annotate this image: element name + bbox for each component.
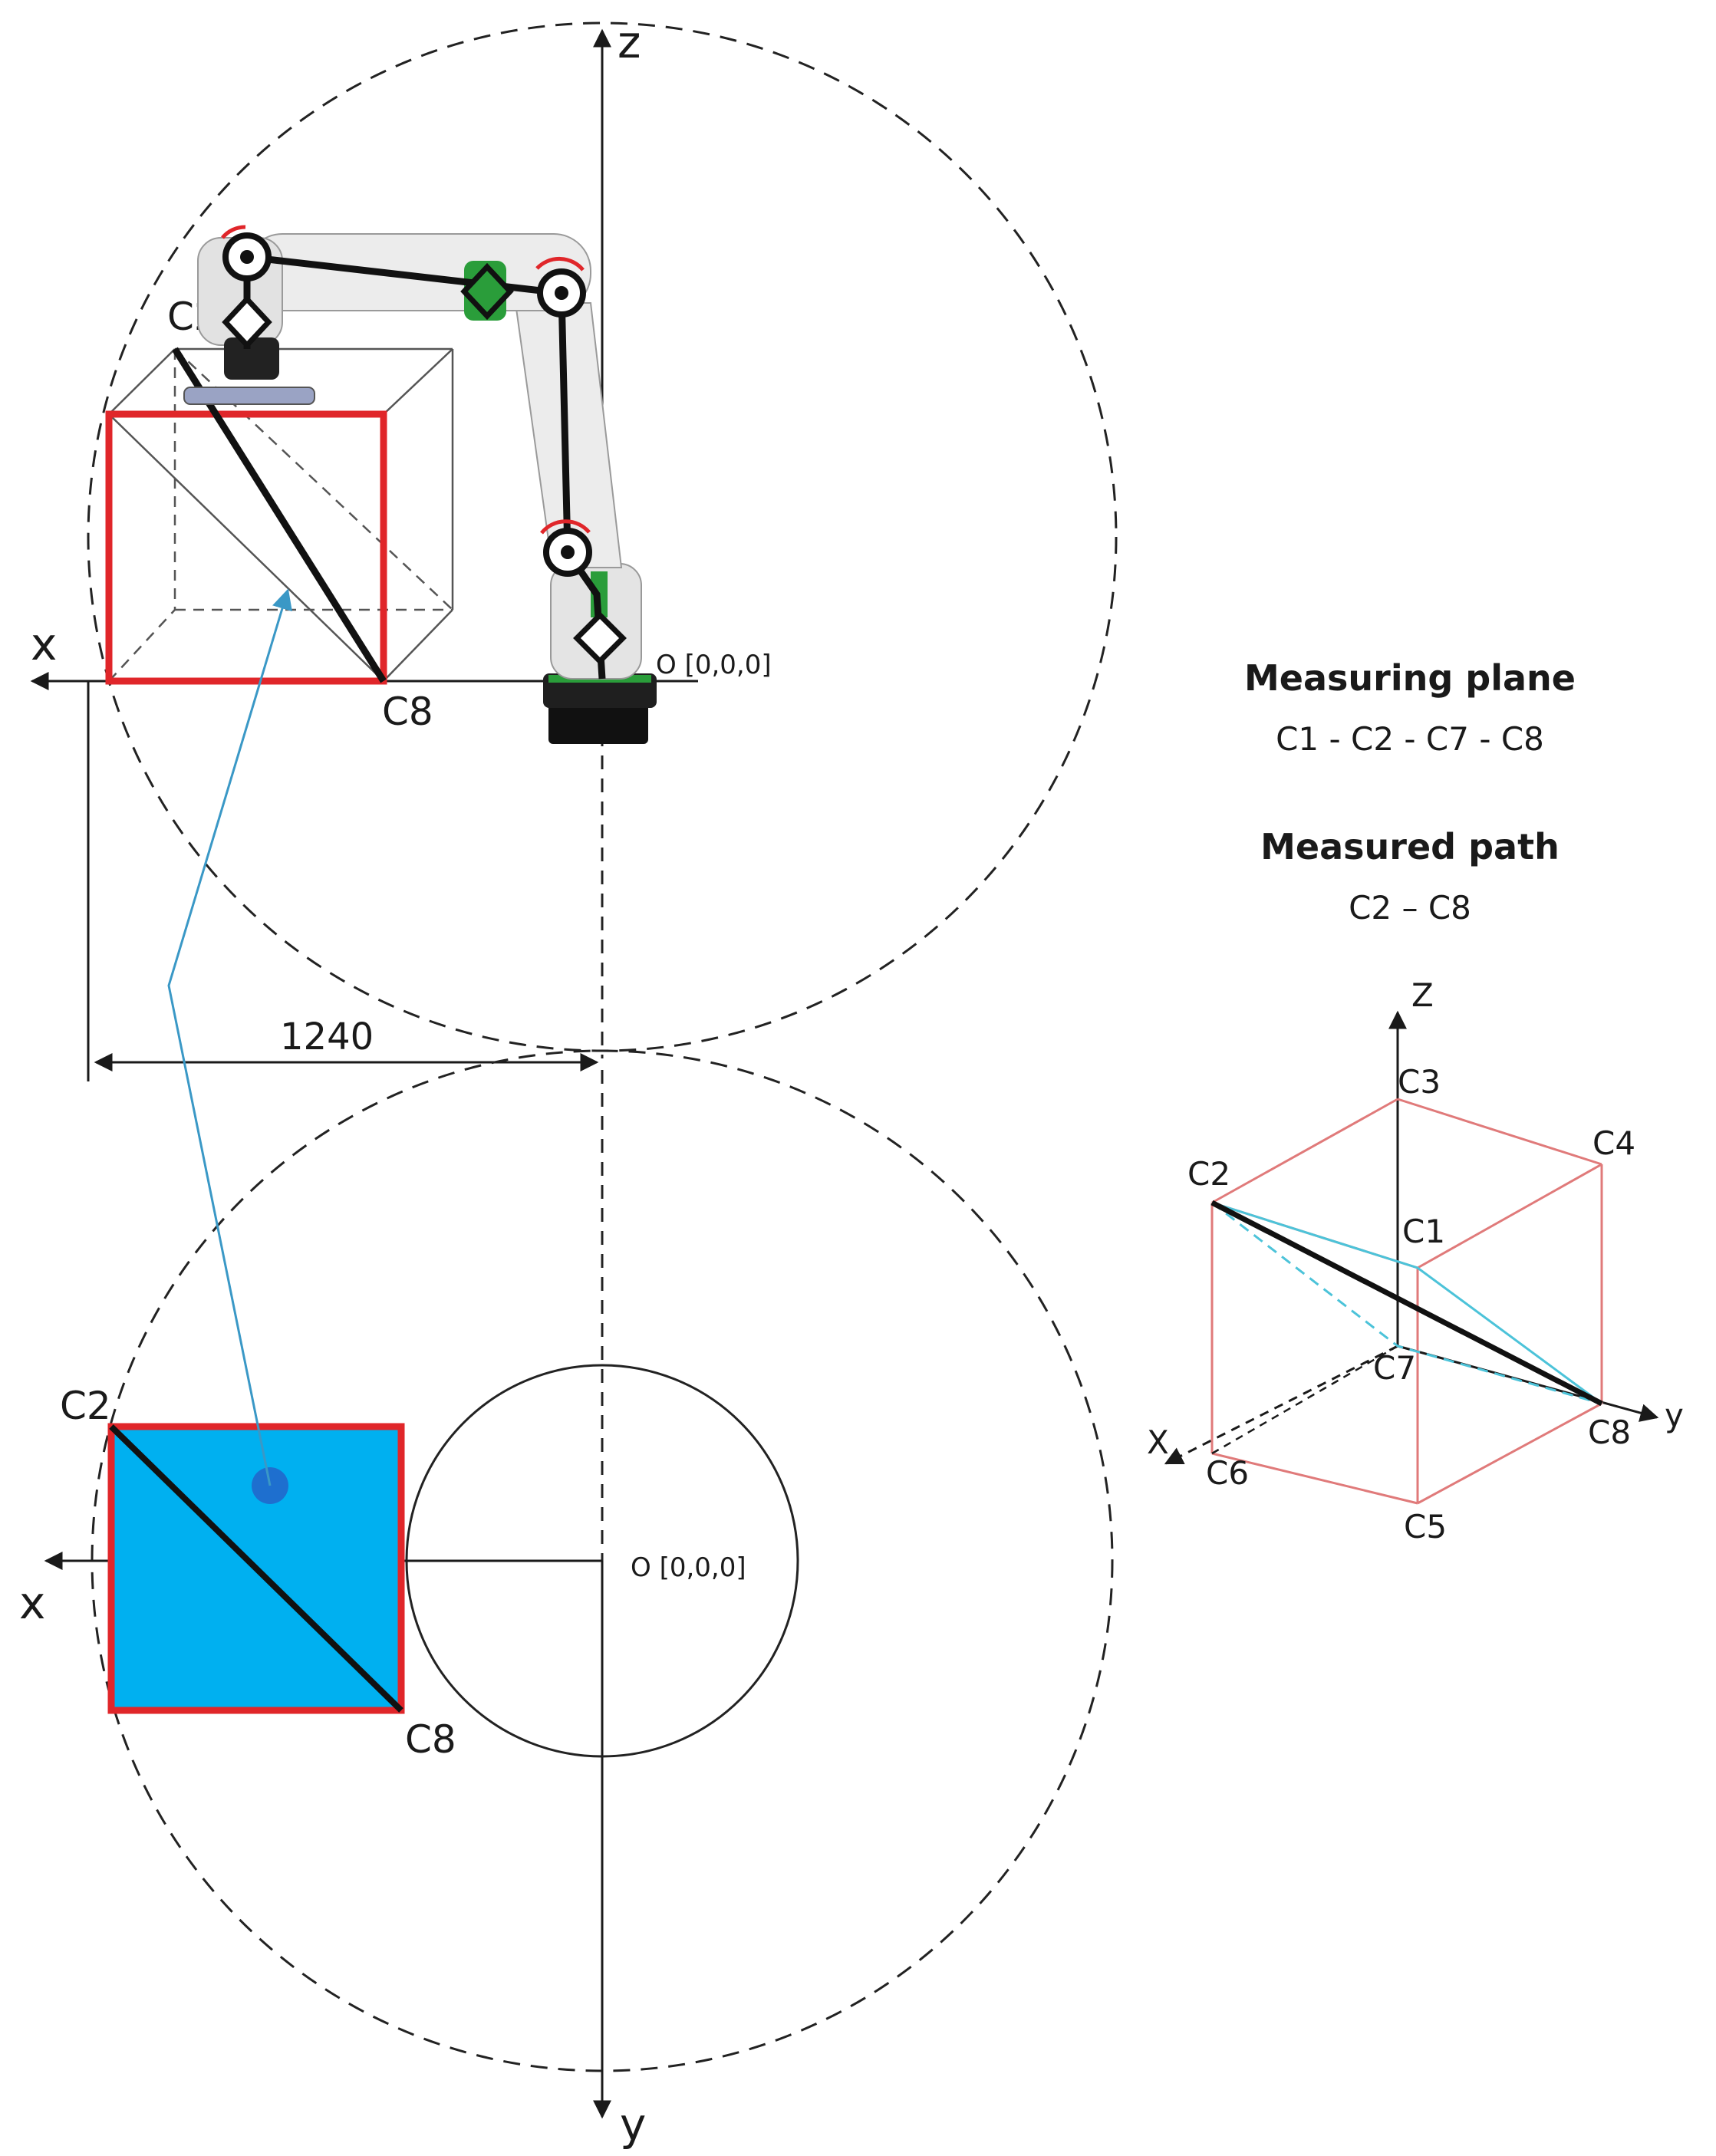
- cube-c1-label: C1: [1402, 1213, 1445, 1250]
- cube-c3-label: C3: [1398, 1063, 1441, 1101]
- cube-measured-path: [1210, 1200, 1603, 1407]
- revolute-joint-icon: [222, 295, 272, 350]
- plan-view: y x O [0,0,0] C2 C8: [19, 1049, 1114, 2151]
- cube-path-lower: [1211, 1201, 1602, 1405]
- cube-y-axis: [1397, 1345, 1659, 1422]
- cube-c8-label: C8: [1588, 1414, 1631, 1451]
- cube-x-axis-label: X: [1147, 1424, 1169, 1461]
- bottom-c8-label: C8: [405, 1717, 456, 1762]
- top-origin-label: O [0,0,0]: [656, 650, 772, 680]
- legend-path-title: Measured path: [1260, 826, 1560, 867]
- side-view: z x O [0,0,0] C2 C8: [30, 16, 1118, 1081]
- cube-y-axis-label: y: [1665, 1397, 1684, 1434]
- revolute-joint-icon: [573, 611, 627, 665]
- cube-c7-label: C7: [1373, 1349, 1416, 1387]
- callout-line: [167, 588, 292, 1486]
- cube-c2-label: C2: [1187, 1155, 1230, 1193]
- top-z-axis-label: z: [618, 16, 641, 68]
- bottom-c2-label: C2: [60, 1384, 111, 1428]
- top-x-axis-label: x: [31, 618, 57, 670]
- top-measuring-face: [105, 410, 387, 685]
- cube-schematic: Z y X C3 C4 C2 C1 C7 C8 C6: [1147, 976, 1684, 1545]
- cube-path-upper: [1211, 1201, 1602, 1405]
- rotation-joint-icon: [221, 225, 272, 281]
- cube-z-axis-label: Z: [1411, 976, 1434, 1014]
- legend-path-value: C2 – C8: [1349, 889, 1471, 927]
- top-c8-label: C8: [382, 690, 433, 734]
- bottom-origin-label: O [0,0,0]: [631, 1552, 746, 1583]
- bottom-y-axis-label: y: [620, 2098, 646, 2151]
- dimension-label: 1240: [280, 1015, 374, 1058]
- rotation-joint-icon: [540, 519, 592, 577]
- legend: Measuring plane C1 - C2 - C7 - C8 Measur…: [1244, 657, 1576, 927]
- legend-plane-title: Measuring plane: [1244, 657, 1576, 699]
- cube-x-axis: [1164, 1345, 1398, 1465]
- revolute-joint-icon: [460, 262, 514, 321]
- cube-c5-label: C5: [1404, 1508, 1447, 1545]
- rotation-joint-icon: [535, 256, 586, 318]
- cube-c4-label: C4: [1592, 1124, 1635, 1162]
- bottom-measured-path: [109, 1424, 403, 1713]
- legend-plane-corners: C1 - C2 - C7 - C8: [1276, 720, 1544, 758]
- bottom-x-axis-label: x: [19, 1577, 45, 1629]
- cube-c6-label: C6: [1206, 1454, 1249, 1492]
